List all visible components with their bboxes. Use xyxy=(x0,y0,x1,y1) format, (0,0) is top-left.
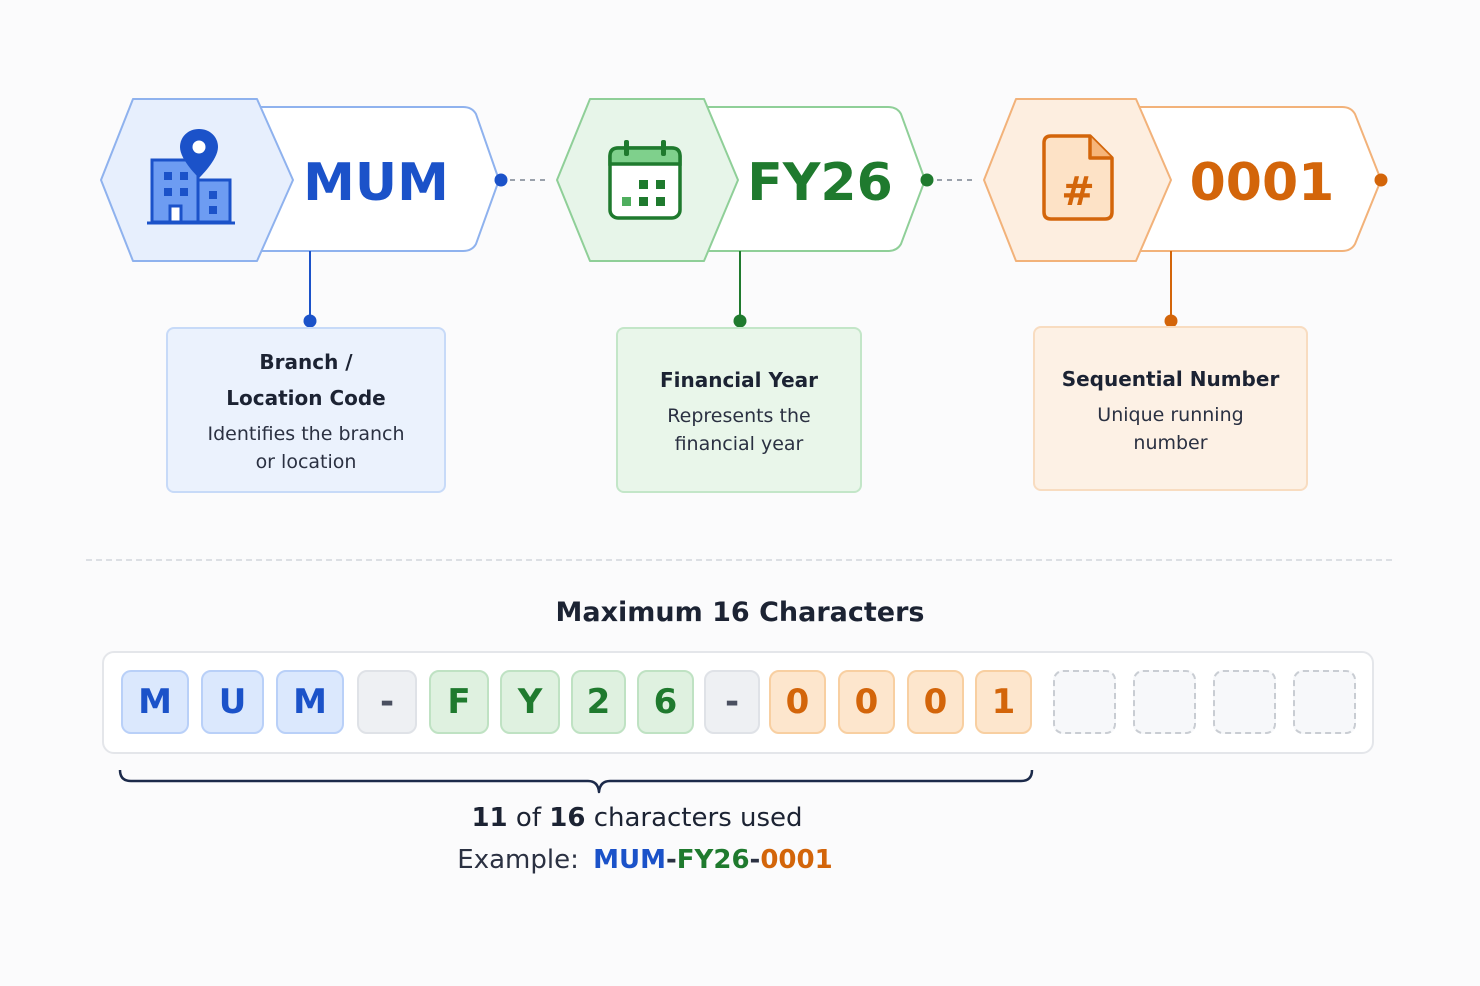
example-part-sequence: 0001 xyxy=(760,845,833,875)
branch-title-line1: Branch / xyxy=(259,350,353,374)
segment-financial-year: FY26 xyxy=(556,98,934,328)
example-separator: - xyxy=(665,845,677,875)
hash-document-icon: # xyxy=(1042,134,1114,221)
sequential-description-card: Sequential Number Unique running number xyxy=(1033,326,1308,491)
sequential-title: Sequential Number xyxy=(1061,366,1280,391)
example-label: Example: xyxy=(457,845,579,875)
char-tile: M xyxy=(121,670,189,734)
segment-year-connector-dot xyxy=(733,314,747,328)
segment-branch-tag xyxy=(234,106,501,252)
char-tile-separator: - xyxy=(704,670,760,734)
branch-description-line1: Identifies the branch xyxy=(207,423,405,445)
usage-summary: 11 of 16 characters used xyxy=(0,803,1274,833)
branch-description-line2: or location xyxy=(255,451,357,473)
char-tile: F xyxy=(429,670,489,734)
example-separator: - xyxy=(749,845,761,875)
char-tile: 2 xyxy=(571,670,626,734)
segment-diagram: MUM FY26 xyxy=(100,98,1388,328)
financial-year-description-card: Financial Year Represents the financial … xyxy=(616,327,862,493)
segment-sequential-code: 0001 xyxy=(1190,153,1335,213)
example-part-year: FY26 xyxy=(676,845,750,875)
segment-year-tag xyxy=(689,106,927,252)
segment-branch-code: MUM xyxy=(303,153,449,213)
usage-suffix: characters used xyxy=(593,803,803,833)
segment-sequential-tag xyxy=(1119,106,1383,252)
segment-sequential-end-dot xyxy=(1374,173,1388,187)
char-tile: 0 xyxy=(907,670,964,734)
char-tile: Y xyxy=(500,670,560,734)
segment-year-end-dot xyxy=(920,173,934,187)
section-divider xyxy=(86,559,1392,561)
branch-description-card: Branch / Location Code Identifies the br… xyxy=(166,327,446,493)
char-tile: U xyxy=(201,670,264,734)
empty-char-slot xyxy=(1293,670,1356,734)
char-tile: 0 xyxy=(769,670,826,734)
financial-year-description-line1: Represents the xyxy=(667,405,811,427)
svg-text:#: # xyxy=(1061,169,1095,215)
char-tile: M xyxy=(276,670,344,734)
financial-year-title: Financial Year xyxy=(659,368,819,392)
segment-branch: MUM xyxy=(100,98,508,328)
sequential-description-line2: number xyxy=(1133,431,1208,454)
sequential-description-line1: Unique running xyxy=(1097,403,1244,426)
calendar-icon xyxy=(608,140,682,220)
used-count: 11 xyxy=(471,803,508,833)
char-tile: 0 xyxy=(838,670,895,734)
usage-of: of xyxy=(515,803,541,833)
total-count: 16 xyxy=(549,803,586,833)
building-location-icon xyxy=(147,129,235,225)
empty-char-slot xyxy=(1213,670,1276,734)
char-tile: 1 xyxy=(975,670,1032,734)
char-tile-separator: - xyxy=(357,670,417,734)
financial-year-description-line2: financial year xyxy=(674,433,804,455)
empty-char-slot xyxy=(1133,670,1196,734)
example-part-branch: MUM xyxy=(593,845,666,875)
example-line: Example: MUM-FY26-0001 xyxy=(0,845,1290,875)
segment-year-code: FY26 xyxy=(747,153,893,213)
segment-sequential-connector-dot xyxy=(1164,314,1178,328)
char-tile: 6 xyxy=(637,670,694,734)
segment-branch-connector-dot xyxy=(303,314,317,328)
segment-sequential: # 0001 xyxy=(983,98,1388,328)
max-characters-title: Maximum 16 Characters xyxy=(555,597,925,628)
branch-title-line2: Location Code xyxy=(226,386,386,410)
usage-brace xyxy=(118,769,1034,794)
segment-branch-end-dot xyxy=(494,173,508,187)
empty-char-slot xyxy=(1053,670,1116,734)
